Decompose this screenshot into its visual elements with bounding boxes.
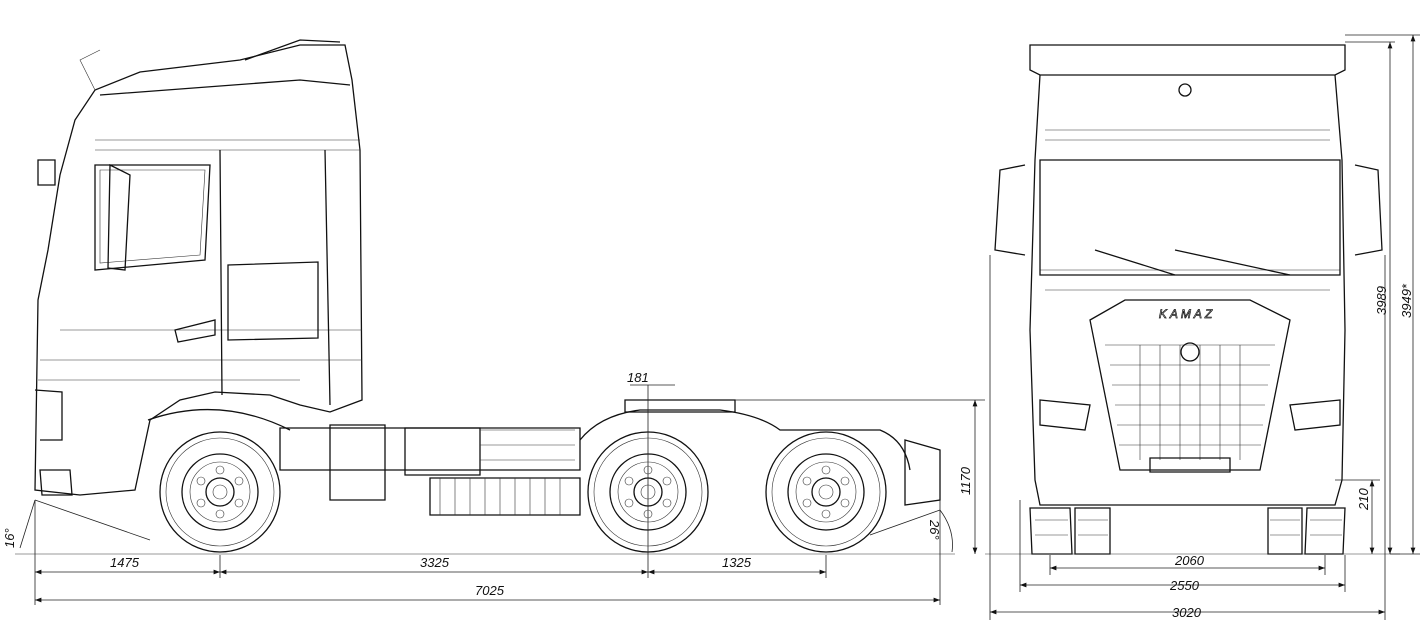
dim-rear-track: 2060 (1174, 553, 1205, 568)
antenna-icon (1178, 83, 1192, 97)
dim-ground-clearance: 210 (1356, 488, 1371, 511)
front-dimensions: 2060 2550 3020 210 3989 3949* (989, 34, 1420, 620)
cab (34, 39, 363, 496)
dim-mirror-width: 3020 (1172, 605, 1202, 620)
brand-emblem-icon (1180, 342, 1200, 362)
chassis (147, 399, 941, 516)
dim-departure-angle: 26° (927, 519, 942, 540)
dim-height-alt: 3949* (1399, 283, 1414, 318)
dim-approach-angle: 16° (2, 528, 17, 548)
front-wheels (1029, 507, 1346, 555)
dim-fifth-wheel-offset: 181 (627, 370, 649, 385)
brand-logo: KAMAZ (1159, 307, 1215, 321)
dim-wheelbase-2: 1325 (722, 555, 752, 570)
dim-fifth-wheel-height: 1170 (958, 466, 973, 495)
dim-front-overhang: 1475 (110, 555, 140, 570)
side-view: 1475 3325 1325 7025 181 1170 16° 26° (2, 39, 985, 605)
dim-height: 3989 (1374, 286, 1389, 315)
dim-wheelbase-1: 3325 (420, 555, 450, 570)
front-view: KAMAZ 2060 2550 3020 210 3989 3949* (985, 34, 1420, 620)
side-dimensions: 1475 3325 1325 7025 181 1170 16° 26° (2, 370, 985, 605)
dim-body-width: 2550 (1169, 578, 1200, 593)
wheels (159, 431, 887, 553)
grille: KAMAZ (1089, 299, 1291, 471)
dim-overall-length: 7025 (475, 583, 505, 598)
